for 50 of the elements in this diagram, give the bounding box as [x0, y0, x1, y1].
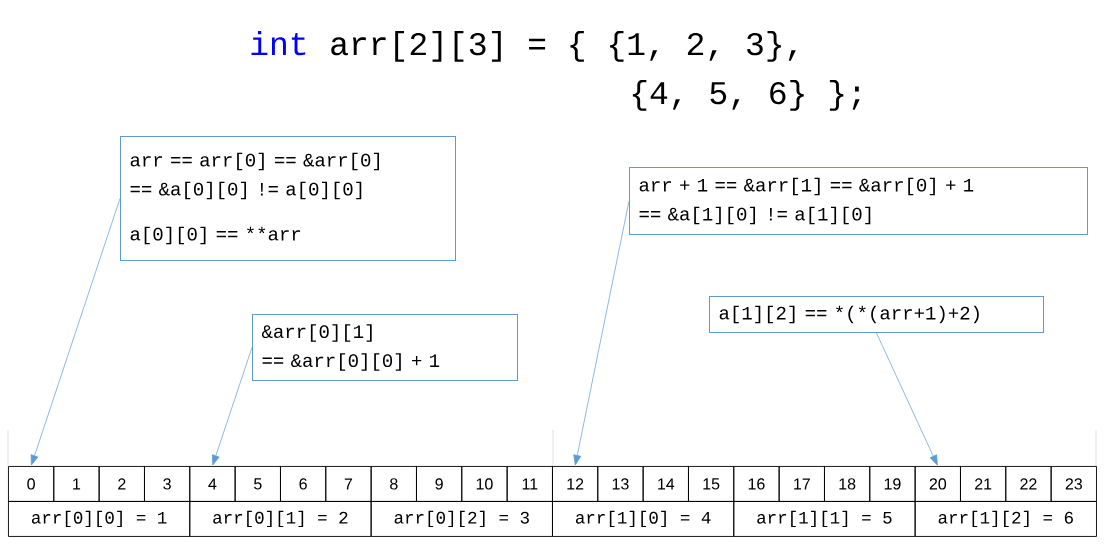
memory-cell: 18 [824, 466, 871, 502]
code-line: == &arr[0][0] + 1 [262, 353, 440, 371]
arrow [212, 347, 253, 466]
code-line: *(arr+1)+2) [858, 305, 979, 324]
memory-cell: arr[1][1] = 5 [733, 501, 916, 537]
code-line: == &a[0][0] != a[0][0] [130, 181, 362, 200]
memory-cell: 15 [688, 466, 735, 502]
memory-cell: 5 [234, 466, 281, 502]
code-title: {4, 5, 6} }; [632, 80, 860, 111]
arrow [876, 332, 938, 466]
code-line: a[1][2] == *( [719, 305, 854, 324]
memory-cell: 7 [325, 466, 372, 502]
code-line: arr == arr[0] == &arr[0] [130, 152, 379, 171]
memory-cell: 8 [370, 466, 417, 502]
memory-cell: 19 [869, 466, 916, 502]
code-line: arr + 1 == &arr[1] == &arr[0] + 1 [639, 177, 974, 196]
memory-cell: 12 [552, 466, 599, 502]
memory-cell: 3 [144, 466, 191, 502]
memory-cell: arr[0][1] = 2 [189, 501, 372, 537]
code-box [120, 136, 456, 261]
memory-cell: 20 [914, 466, 961, 502]
memory-cell: 14 [642, 466, 689, 502]
code-box [709, 296, 1044, 333]
code-box [629, 167, 1088, 235]
memory-cell: 1 [53, 466, 100, 502]
memory-cell: arr[1][2] = 6 [914, 501, 1097, 537]
code-line: &arr[0][1] [261, 324, 372, 342]
arrow [573, 200, 630, 466]
arrow [30, 198, 121, 466]
memory-cell: 9 [416, 466, 463, 502]
memory-cell: arr[0][2] = 3 [370, 501, 553, 537]
memory-cell: 22 [1005, 466, 1052, 502]
memory-cell: 21 [960, 466, 1007, 502]
memory-cell: 13 [597, 466, 644, 502]
memory-cell: 23 [1050, 466, 1097, 502]
memory-cell: arr[1][0] = 4 [552, 501, 735, 537]
code-title: arr[2][3] = { {1, 2, 3}, [331, 31, 796, 62]
memory-cell: 2 [98, 466, 145, 502]
code-line: a[0][0] == **arr [130, 226, 301, 245]
code-box [252, 314, 518, 381]
code-title: int [251, 31, 306, 56]
memory-cell: 17 [778, 466, 825, 502]
memory-cell: 4 [189, 466, 236, 502]
memory-cell: 10 [461, 466, 508, 502]
memory-cell: 6 [280, 466, 327, 502]
memory-cell: 16 [733, 466, 780, 502]
code-line: == &a[1][0] != a[1][0] [639, 206, 871, 225]
memory-cell: 0 [8, 466, 55, 502]
memory-cell: 11 [506, 466, 553, 502]
memory-cell: arr[0][0] = 1 [8, 501, 191, 537]
